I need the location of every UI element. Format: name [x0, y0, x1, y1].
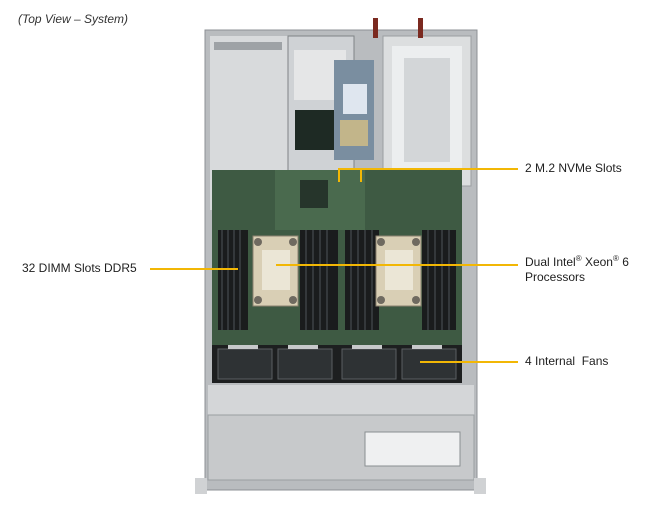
dimm-slots-label: 32 DIMM Slots DDR5: [22, 261, 137, 275]
cpu-leader-line: [276, 264, 518, 266]
cpu-heatsink-left: [252, 235, 299, 307]
view-caption: (Top View – System): [18, 12, 129, 26]
fans-leader-line: [420, 361, 518, 363]
registered-mark-2: ®: [612, 254, 619, 263]
dimm-leader-line: [150, 268, 238, 270]
processors-label-text-e: 6: [618, 255, 629, 269]
internal-fans-label: 4 Internal Fans: [525, 354, 609, 368]
processors-label-text-c: Xeon: [581, 255, 613, 269]
registered-mark-1: ®: [575, 254, 582, 263]
processors-label-text-a: Dual Intel: [525, 255, 576, 269]
m2-leader-drop-2: [360, 168, 362, 182]
processors-label-line2: Processors: [525, 270, 586, 284]
m2-leader-line: [338, 168, 518, 170]
cpu-heatsink-right: [375, 235, 422, 307]
m2-nvme-slots-label: 2 M.2 NVMe Slots: [525, 161, 622, 175]
processors-label: Dual Intel® Xeon® 6 Processors: [525, 251, 629, 285]
m2-leader-drop-1: [338, 168, 340, 182]
